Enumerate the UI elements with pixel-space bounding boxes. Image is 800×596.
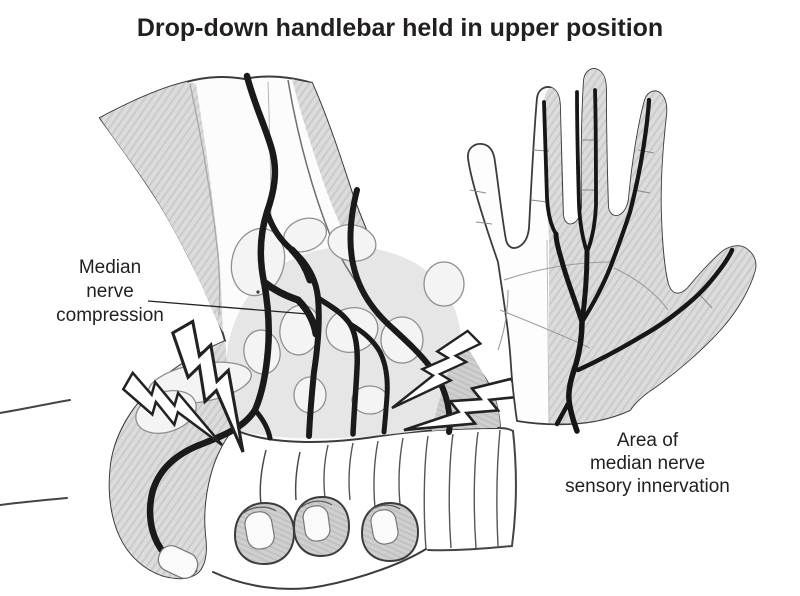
lightning-bolt-icon: [403, 377, 522, 432]
handlebar-left-top-edge: [0, 399, 71, 414]
median-nerve-branches: [542, 88, 735, 434]
handlebar-end-cap: [511, 430, 517, 547]
shading-boundary-line: [546, 239, 550, 424]
label-line: compression: [56, 305, 164, 326]
thumb-nail: [157, 545, 199, 579]
lightning-bolt-icon: [170, 318, 245, 453]
gripping-fingers: [212, 449, 427, 590]
label-line: nerve: [86, 281, 134, 302]
radius-bone-line: [189, 83, 221, 316]
label-line: median nerve: [589, 453, 706, 474]
forearm-shading-left: [100, 82, 223, 332]
ulna-bone-line: [267, 81, 272, 226]
pain-lightning-bolts: [121, 318, 522, 453]
lightning-bolt-icon: [391, 329, 483, 410]
sensory-innervation-label: Area of median nerve sensory innervation: [540, 429, 755, 498]
handlebar-bottom-edge: [427, 545, 513, 552]
handlebar: [0, 399, 517, 552]
label-line: sensory innervation: [565, 476, 730, 497]
lightning-bolt-icon: [121, 370, 223, 447]
leader-line: [147, 300, 309, 315]
fingernails: [244, 505, 399, 550]
forearm-shading-right: [292, 79, 455, 346]
handlebar-left-bottom-edge: [0, 497, 68, 506]
median-nerve: [146, 72, 453, 574]
forearm-inner-line: [287, 79, 367, 296]
median-nerve-compression-label: Median nerve compression: [30, 256, 190, 328]
wrist-compression-illustration: [0, 72, 522, 590]
page-title: Drop-down handlebar held in upper positi…: [136, 14, 664, 42]
label-line: Median: [78, 257, 142, 278]
label-line: Area of: [616, 430, 679, 451]
handlebar-tape-lines: [323, 429, 501, 550]
carpal-bones: [230, 217, 465, 415]
palm-innervation-illustration: [467, 68, 757, 434]
finger-bottom-contour: [212, 548, 427, 590]
